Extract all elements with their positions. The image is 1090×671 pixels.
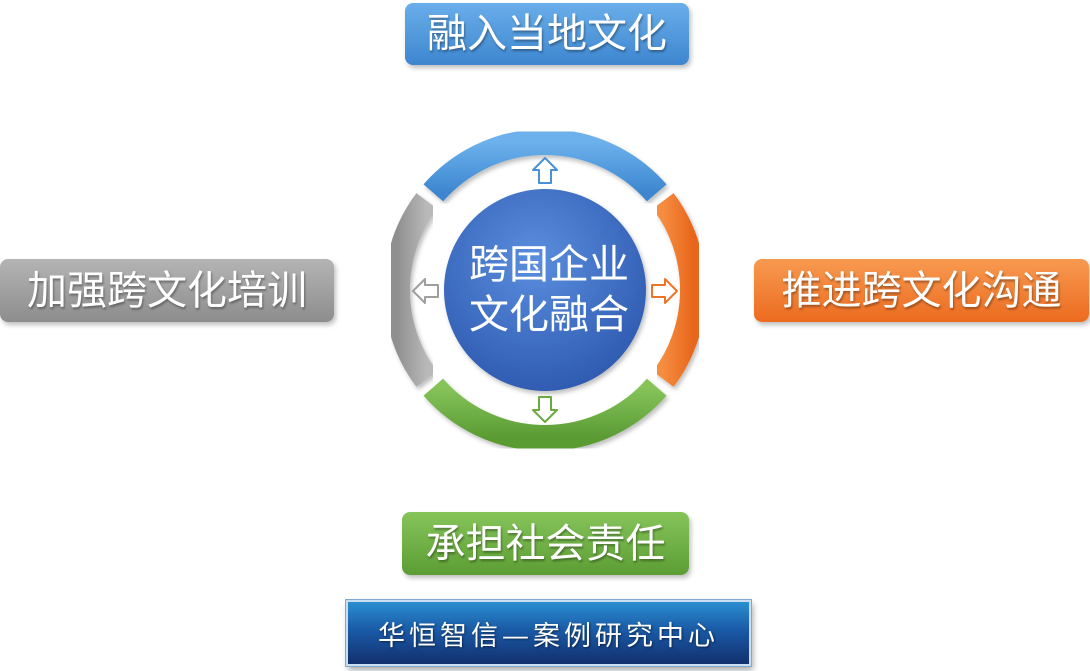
footer-banner: 华恒智信—案例研究中心: [346, 600, 751, 666]
ring-arc-right: [652, 193, 706, 387]
label-top: 融入当地文化: [405, 3, 689, 65]
ring-arc-top: [423, 129, 667, 202]
label-bottom: 承担社会责任: [402, 512, 689, 575]
arrow-right-icon: [651, 278, 678, 304]
label-left: 加强跨文化培训: [0, 259, 334, 322]
label-right: 推进跨文化沟通: [754, 259, 1089, 322]
center-title-line-2: 文化融合: [469, 292, 629, 338]
arrow-down-icon: [532, 396, 558, 423]
arrow-left-icon: [412, 278, 439, 304]
ring-arc-left: [384, 193, 438, 387]
center-circle: [444, 189, 646, 391]
ring-arc-bottom: [423, 378, 667, 451]
center-title-line-1: 跨国企业: [469, 242, 629, 288]
arrow-up-icon: [532, 157, 558, 184]
